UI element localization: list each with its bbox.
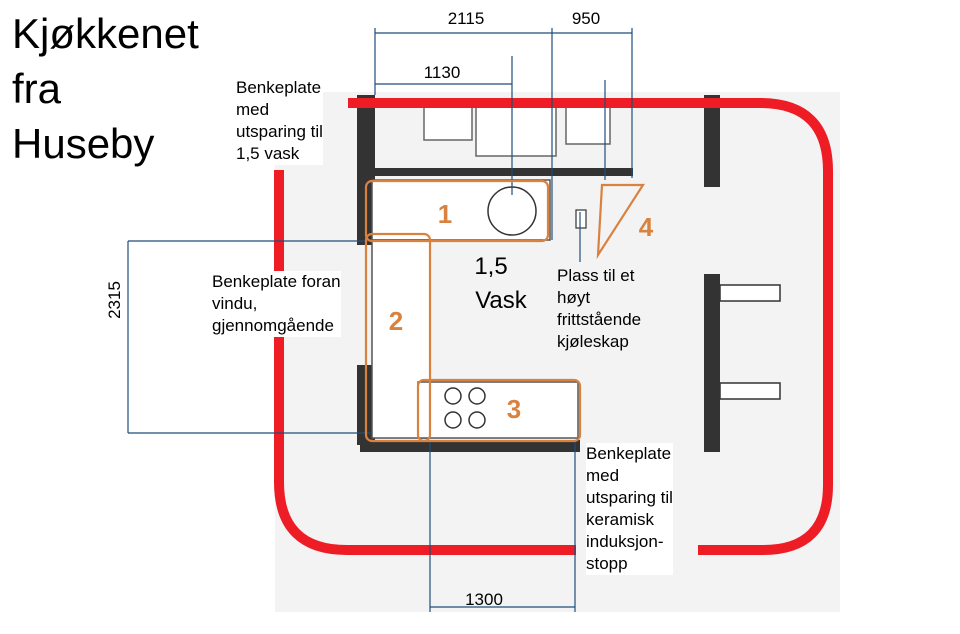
note-line: med	[586, 466, 620, 485]
zone-2-number: 2	[389, 306, 403, 336]
burner-3	[444, 411, 462, 429]
note-line: utsparing til	[236, 122, 323, 141]
note-line: Plass til et	[557, 266, 635, 285]
dim-left-height: 2315	[105, 281, 124, 319]
right-wall-upper	[704, 95, 720, 187]
zone-3-number: 3	[507, 394, 521, 424]
note-line: frittstående	[557, 310, 642, 329]
note-line: utsparing til	[586, 488, 673, 507]
small-fixture	[575, 209, 587, 229]
zone-4-outline	[596, 183, 646, 260]
note-line: keramisk	[586, 510, 655, 529]
note-line: Benkeplate	[586, 444, 672, 463]
boundary-top-right	[348, 98, 833, 555]
sink-label-line2: Vask	[475, 287, 528, 314]
burner-1	[444, 387, 462, 405]
note-zone-1: Benkeplate med utsparing til 1,5 vask	[236, 77, 323, 165]
bottom-wall	[360, 440, 580, 452]
note-line: vindu,	[212, 294, 258, 313]
hob-icon	[444, 387, 486, 429]
zone-1-number: 1	[438, 199, 452, 229]
dim-bottom-width: 1300	[465, 590, 503, 609]
burner-2	[468, 387, 486, 405]
note-line: med	[236, 100, 270, 119]
burner-4	[468, 411, 486, 429]
note-line: 1,5 vask	[236, 144, 300, 163]
note-line: Benkeplate foran	[212, 272, 341, 291]
title-line: fra	[12, 65, 62, 112]
top-counter-wall	[375, 168, 633, 176]
cabinet-b	[475, 103, 557, 157]
note-line: gjennomgående	[212, 316, 334, 335]
note-line: høyt	[557, 288, 591, 307]
title-line: Kjøkkenet	[12, 10, 199, 57]
left-wall-upper	[357, 95, 375, 245]
right-wall-lower	[704, 274, 720, 452]
zone-3-outline	[416, 378, 582, 443]
zone-2-outline	[364, 232, 432, 443]
walls	[357, 95, 720, 452]
zone-1-outline	[364, 179, 550, 243]
dim-top-inner: 1130	[424, 63, 461, 82]
door-bar-lower	[719, 382, 781, 400]
upper-cabinets	[423, 103, 611, 157]
room-boundary	[274, 98, 833, 555]
zone-outlines	[364, 179, 646, 443]
cabinet-c	[565, 103, 611, 145]
title-line: Huseby	[12, 120, 155, 167]
dim-top-total: 2115	[448, 9, 485, 28]
cabinet-a	[423, 103, 473, 141]
boundary-left-bottom	[274, 170, 576, 555]
dimension-lines	[127, 28, 633, 612]
counter-stove	[417, 381, 579, 439]
note-zone-2: Benkeplate foran vindu, gjennomgående	[212, 271, 341, 337]
door-bars	[719, 284, 781, 400]
note-line: kjøleskap	[557, 332, 629, 351]
door-bar-upper	[719, 284, 781, 302]
note-zone-3: Benkeplate med utsparing til keramisk in…	[586, 443, 673, 575]
note-line: Benkeplate	[236, 78, 322, 97]
zone-4-number: 4	[639, 212, 654, 242]
page-title: Kjøkkenet fra Huseby	[12, 6, 199, 171]
sink-label-line1: 1,5	[474, 253, 507, 280]
note-zone-4: Plass til et høyt frittstående kjøleskap	[557, 265, 641, 353]
note-line: induksjon-	[586, 532, 664, 551]
dim-top-right: 950	[572, 9, 600, 28]
note-line: stopp	[586, 554, 628, 573]
